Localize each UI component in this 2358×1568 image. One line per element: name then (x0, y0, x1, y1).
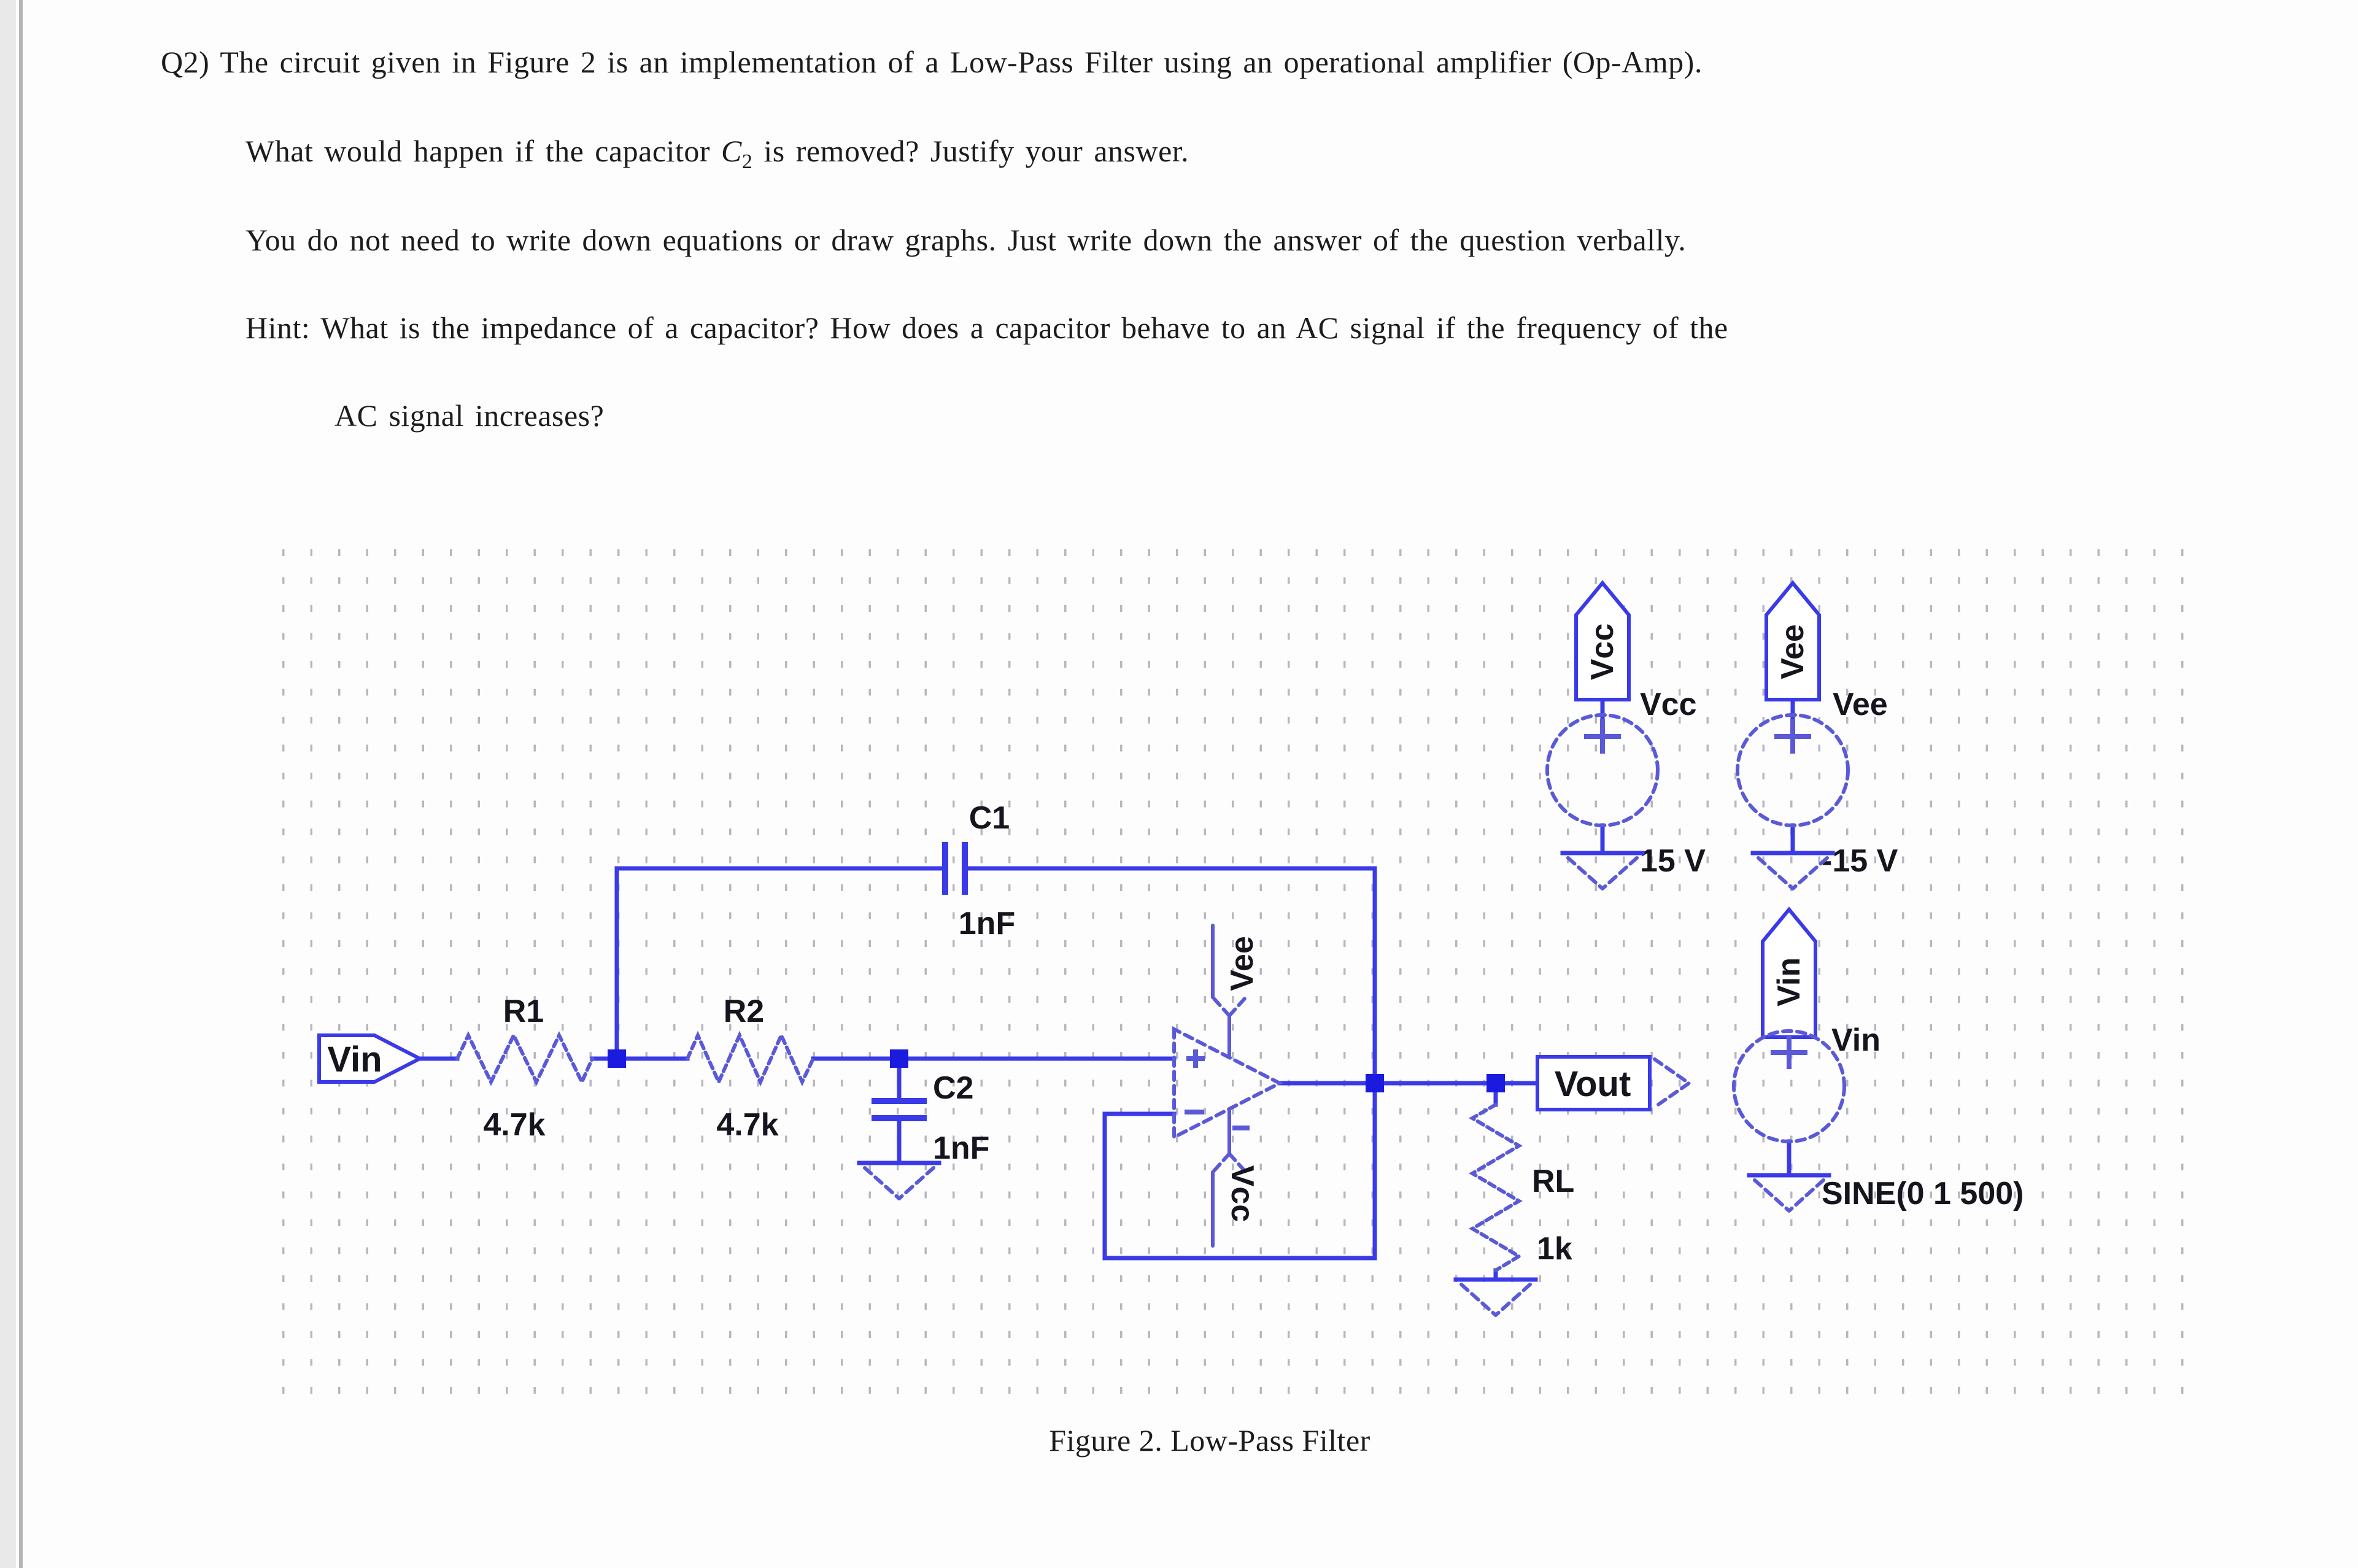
vee-value-label: -15 V (1822, 843, 1898, 879)
opamp-vee-pin: Vee (1211, 924, 1260, 1057)
opamp-vcc-pin: Vcc (1211, 1109, 1260, 1248)
r1-name-label: R1 (503, 994, 544, 1029)
junction-dot (608, 1049, 626, 1068)
c2-name-label: C2 (933, 1070, 973, 1106)
opamp-plus-icon (1186, 1049, 1205, 1068)
plus-icon (1774, 719, 1811, 754)
plus-icon (1584, 719, 1621, 754)
figure-caption: Figure 2. Low-Pass Filter (1049, 1423, 1370, 1458)
question-line-2: What would happen if the capacitor C2 is… (245, 133, 1189, 174)
capacitor-variable: C (721, 134, 742, 168)
vin-net-flag: Vin (317, 1033, 424, 1084)
junction-dot (890, 1049, 908, 1068)
r2-value-label: 4.7k (716, 1107, 778, 1143)
opamp: Vee Vcc (1172, 924, 1284, 1248)
question-line-5: AC signal increases? (334, 398, 605, 433)
schematic-grid (282, 549, 2203, 1407)
vee-source: Vee Vee -15 V (1736, 580, 1898, 879)
opamp-vee-label: Vee (1224, 936, 1260, 991)
vin-source: Vin Vin SINE(0 1 500) (1732, 906, 2024, 1211)
vout-flag-label: Vout (1555, 1064, 1631, 1104)
junction-dot (1486, 1074, 1505, 1092)
vee-flag-label: Vee (1775, 624, 1811, 679)
vin-src-flag-label: Vin (1771, 957, 1807, 1006)
c1-value-label: 1nF (959, 906, 1015, 941)
vout-net-flag: Vout (1536, 1055, 1693, 1111)
vin-src-name-label: Vin (1831, 1022, 1881, 1058)
question-line-3: You do not need to write down equations … (245, 223, 1687, 257)
vcc-value-label: 15 V (1640, 843, 1706, 879)
c2-value-label: 1nF (933, 1130, 989, 1166)
vin-src-value-label: SINE(0 1 500) (1822, 1176, 2024, 1211)
page-left-gutter (0, 0, 16, 1568)
junction-dot (1366, 1074, 1384, 1092)
vcc-flag-label: Vcc (1585, 624, 1620, 681)
resistor-rl: RL 1k (1469, 1103, 1574, 1272)
capacitor-subscript: 2 (741, 150, 753, 173)
vee-name-label: Vee (1833, 687, 1888, 722)
c1-name-label: C1 (969, 800, 1010, 836)
rl-name-label: RL (1532, 1164, 1574, 1199)
circuit-schematic: Vin R1 4.7k R2 4.7k C1 1nF C2 1nF (282, 549, 2203, 1407)
question-line-2-post: is removed? Justify your answer. (752, 134, 1189, 168)
resistor-r2: R2 4.7k (686, 994, 815, 1143)
vcc-name-label: Vcc (1640, 687, 1697, 722)
opamp-vcc-label: Vcc (1224, 1165, 1260, 1222)
page-edge-divider (19, 0, 23, 1568)
plus-icon (1771, 1036, 1807, 1069)
r1-value-label: 4.7k (483, 1107, 545, 1143)
resistor-r1: R1 4.7k (455, 994, 594, 1143)
question-line-2-pre: What would happen if the capacitor (245, 134, 721, 168)
question-line-1: Q2) The circuit given in Figure 2 is an … (161, 45, 1703, 79)
vcc-source: Vcc Vcc 15 V (1545, 580, 1706, 879)
vin-flag-label: Vin (327, 1040, 382, 1079)
capacitor-c2: C2 1nF (872, 1070, 989, 1166)
capacitor-c1: C1 1nF (942, 800, 1015, 941)
r2-name-label: R2 (724, 994, 764, 1029)
rl-value-label: 1k (1537, 1231, 1572, 1267)
question-line-4: Hint: What is the impedance of a capacit… (245, 311, 1728, 345)
